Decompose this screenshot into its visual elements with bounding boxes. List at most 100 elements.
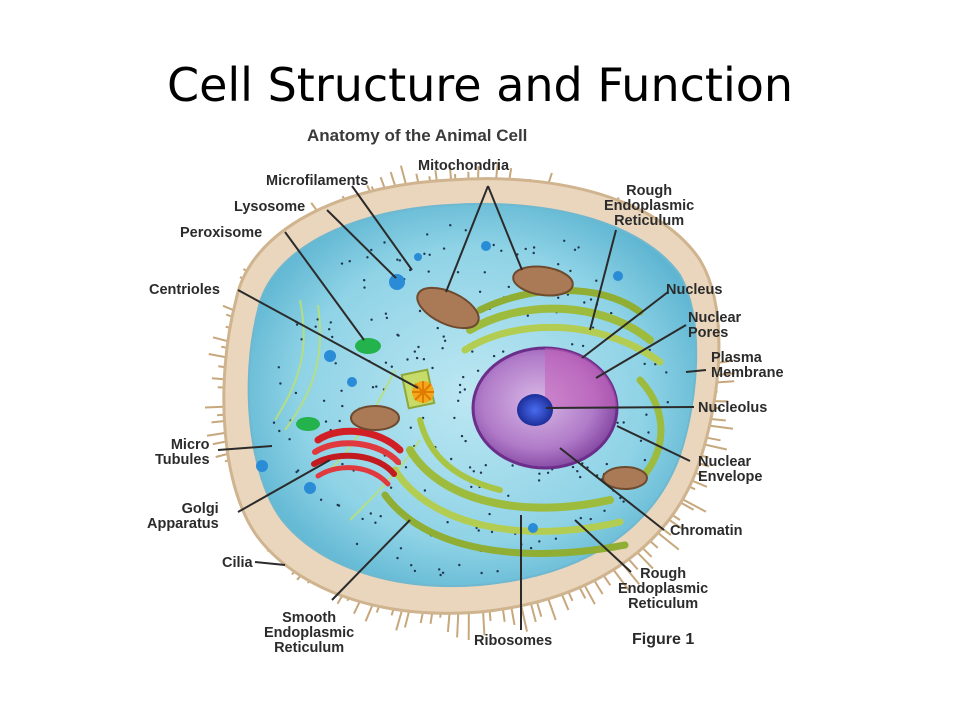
ribosome-dot [666, 401, 669, 404]
ribosome-dot [538, 472, 541, 475]
ribosome-dot [471, 350, 474, 353]
label-lysosome: Lysosome [234, 199, 306, 215]
ribosome-dot [566, 293, 570, 296]
ribosome-dot [480, 571, 483, 575]
ribosome-dot [456, 271, 460, 274]
ribosome-dot [464, 229, 467, 232]
ribosome-dot [492, 354, 496, 358]
ribosome-dot [639, 439, 643, 442]
ribosome-dot [537, 479, 541, 482]
ribosome-dot [573, 248, 577, 251]
ribosome-dot [579, 475, 582, 479]
slide-title: Cell Structure and Function [166, 58, 794, 112]
ribosome-dot [492, 243, 495, 247]
ribosome-dot [279, 382, 282, 385]
ribosome-dot [371, 386, 375, 389]
ribosome-dot [457, 399, 460, 402]
ribosome-dot [488, 512, 491, 516]
ribosome-dot [427, 270, 430, 273]
label-peroxisome: Peroxisome [180, 225, 263, 241]
ribosome-dot [579, 516, 582, 520]
ribosome-dot [396, 556, 399, 560]
ribosome-dot [383, 241, 386, 244]
ribosome-dot [500, 249, 503, 252]
ribosome-dot [322, 399, 326, 402]
ribosome-dot [529, 546, 533, 550]
ribosome-dot [665, 371, 668, 374]
peroxisome-shape [355, 338, 381, 354]
ribosome-dot [458, 563, 461, 567]
ribosome-dot [458, 391, 462, 394]
nucleus-cutaway [545, 348, 617, 408]
ribosome-dot [399, 547, 403, 550]
ribosome-dot [450, 457, 453, 461]
ribosome-dot [374, 521, 377, 524]
ribosome-dot [410, 564, 413, 567]
ribosome-dot [462, 375, 465, 379]
ribosome-dot [507, 285, 510, 289]
ribosome-dot [557, 263, 560, 266]
ribosome-dot [337, 504, 341, 507]
ribosome-dot [316, 318, 319, 321]
ribosome-dot [453, 416, 456, 420]
ribosome-dot [295, 470, 298, 474]
ribosome-dot [610, 311, 613, 315]
ribosome-dot [468, 466, 472, 469]
ribosome-dot [472, 470, 475, 473]
ribosome-dot [314, 325, 317, 328]
ribosome-dot [369, 512, 372, 515]
ribosome-dot [476, 369, 480, 372]
ribosome-dot [413, 569, 417, 573]
ribosome-dot [442, 335, 445, 338]
ribosome-dot [502, 350, 505, 353]
ribosome-dot [576, 470, 579, 473]
ribosome-dot [417, 345, 420, 349]
ribosome-dot [563, 239, 566, 242]
ribosome-dot [366, 256, 369, 259]
ribosome-dot [300, 338, 303, 341]
ribosome-dot [277, 366, 280, 369]
ribosome-dot [361, 517, 364, 521]
label-centrioles: Centrioles [149, 282, 220, 298]
label-microfilaments: Microfilaments [266, 173, 369, 189]
peroxisome-shape-2 [296, 417, 320, 431]
ribosome-dot [334, 362, 337, 365]
ribosome-dot [415, 356, 419, 360]
ribosome-dot [483, 271, 486, 274]
label-ribosomes: Ribosomes [474, 633, 553, 649]
ribosome-dot [278, 429, 281, 433]
ribosome-dot [384, 312, 388, 315]
label-nucleus: Nucleus [666, 282, 723, 298]
ribosome-dot [375, 385, 378, 388]
ribosome-dot [571, 343, 574, 346]
ribosome-dot [603, 509, 606, 512]
ribosome-dot [446, 521, 449, 524]
ribosome-dot [443, 339, 447, 342]
ribosome-dot [341, 462, 344, 466]
nucleolus-shape [517, 394, 553, 426]
ribosome-dot [569, 269, 572, 273]
ribosome-dot [577, 246, 580, 249]
ribosome-dot [398, 259, 402, 262]
ribosome-dot [406, 358, 409, 361]
ribosome-dot [389, 486, 393, 489]
ribosome-dot [423, 252, 426, 255]
ribosome-dot [622, 500, 625, 503]
ribosome-dot [340, 262, 344, 265]
ribosome-dot [296, 469, 300, 472]
ribosome-dot [478, 290, 482, 293]
ribosome-dot [428, 253, 431, 256]
ribosome-dot [331, 335, 334, 339]
golgi-apparatus-shape [311, 427, 404, 487]
ribosome-dot [463, 388, 466, 391]
ribosome-dot [319, 498, 323, 501]
ribosome-dot [441, 347, 444, 350]
ribosome-dot [460, 434, 464, 438]
ribosome-dot [288, 438, 291, 441]
